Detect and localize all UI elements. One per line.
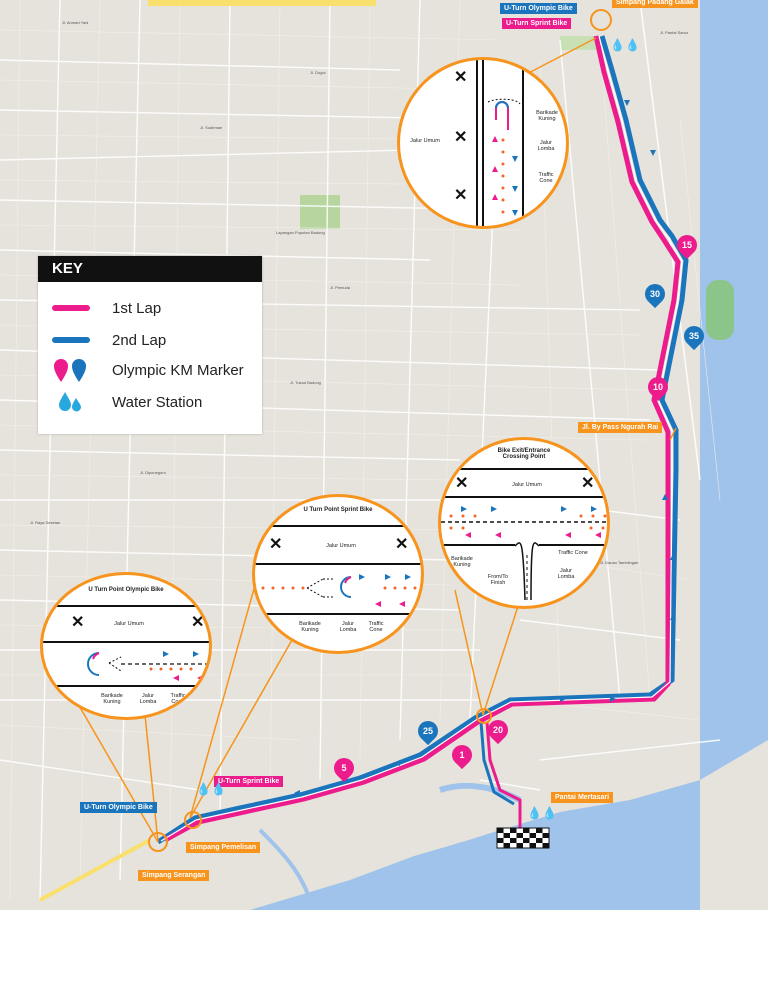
water-drop-icon	[52, 390, 90, 414]
label-bypass: Jl. By Pass Ngurah Rai	[578, 422, 663, 433]
inset-bike-exit: Bike Exit/Entrance Crossing Point ✕ ✕ Ja…	[438, 437, 610, 609]
inset-title: U Turn Point Sprint Bike	[303, 507, 373, 513]
inset-label: Traffic Cone	[368, 621, 384, 633]
water-drop-icon: 💧💧	[527, 806, 557, 820]
no-entry-x-icon: ✕	[455, 475, 469, 492]
label-pantai-mertasari: Pantai Mertasari	[551, 792, 614, 803]
km-marker: 20	[483, 715, 513, 745]
km-marker: 25	[413, 716, 443, 746]
label-simpang-pemelisan: Simpang Pemelisan	[186, 842, 261, 853]
inset-label: Jalur Umum	[114, 621, 144, 627]
road-grid	[0, 0, 721, 901]
inset-title: Bike Exit/Entrance Crossing Point	[497, 448, 551, 460]
route-lap1	[163, 35, 681, 843]
legend-item-lap2: 2nd Lap	[52, 328, 166, 352]
inset-label: Jalur Umum	[326, 543, 356, 549]
inset-label: Jalur Lomba	[339, 621, 357, 633]
water-drop-icon: 💧💧	[196, 782, 226, 796]
inset-label: Barikade Kuning	[536, 110, 558, 122]
km-marker: 35	[679, 321, 709, 351]
inset-top-uturn: ✕ ✕ ✕ Jalur Umum Barikade Kuning Jalur L…	[397, 57, 569, 229]
km-marker: 15	[672, 230, 702, 260]
inset-label: Jalur Lomba	[557, 568, 575, 580]
legend-item-water: Water Station	[52, 390, 202, 414]
inset-label: Traffic Cone	[538, 172, 554, 184]
legend-label: 2nd Lap	[112, 331, 167, 349]
legend-label: Olympic KM Marker	[112, 361, 244, 379]
no-entry-x-icon: ✕	[395, 536, 409, 553]
label-uturn-olympic-top: U-Turn Olympic Bike	[500, 3, 577, 14]
inset-label: Jalur Lomba	[537, 140, 555, 152]
water-drop-icon: 💧💧	[610, 38, 640, 52]
no-entry-x-icon: ✕	[269, 536, 283, 553]
map-area: Jl. Ahmad Yani Jl. Dogoi Jl. Sudirman La…	[0, 0, 768, 910]
sea-area	[250, 0, 768, 910]
inset-label: Jalur Umum	[410, 138, 440, 144]
park-area	[300, 195, 340, 229]
km-marker: 5	[329, 753, 359, 783]
inset-label: Barikade Kuning	[299, 621, 321, 633]
km-marker: 10	[643, 372, 673, 402]
label-uturn-sprint-top: U-Turn Sprint Bike	[502, 18, 572, 29]
map-legend: KEY 1st Lap 2nd Lap Olympic KM Marker Wa…	[38, 256, 262, 434]
legend-label: Water Station	[112, 393, 203, 411]
inset-label: Jalur Lomba	[139, 693, 157, 705]
inset-label: From/To Finish	[487, 574, 509, 586]
inset-label: Barikade Kuning	[101, 693, 123, 705]
label-simpang-serangan: Simpang Serangan	[138, 870, 210, 881]
legend-item-lap1: 1st Lap	[52, 296, 161, 320]
no-entry-x-icon: ✕	[454, 129, 468, 146]
inset-label: Traffic Cone	[558, 550, 588, 556]
legend-item-km: Olympic KM Marker	[52, 358, 244, 382]
inset-title: U Turn Point Olympic Bike	[88, 587, 164, 593]
no-entry-x-icon: ✕	[454, 187, 468, 204]
inset-sprint-uturn: U Turn Point Sprint Bike ✕ ✕ Jalur Umum …	[252, 494, 424, 654]
no-entry-x-icon: ✕	[191, 614, 205, 631]
finish-flag-icon	[496, 827, 550, 849]
km-marker: 30	[640, 279, 670, 309]
blue-line-icon	[52, 337, 90, 343]
no-entry-x-icon: ✕	[71, 614, 85, 631]
label-uturn-olympic-bottom: U-Turn Olympic Bike	[80, 802, 157, 813]
east-sea	[720, 0, 768, 740]
km-marker: 1	[447, 740, 477, 770]
label-simpang-padang: Simpang Padang Galak	[612, 0, 698, 8]
inset-label: Jalur Umum	[512, 482, 542, 488]
label-uturn-sprint-bottom: U-Turn Sprint Bike	[214, 776, 284, 787]
inset-label: Barikade Kuning	[451, 556, 473, 568]
legend-label: 1st Lap	[112, 299, 162, 317]
route-lap2	[156, 35, 689, 845]
km-marker-icon	[52, 358, 90, 382]
callout-lines	[69, 37, 677, 843]
no-entry-x-icon: ✕	[581, 475, 595, 492]
inset-label: Traffic Cone	[170, 693, 186, 705]
park-area	[706, 280, 734, 340]
inset-olympic-uturn: U Turn Point Olympic Bike ✕ ✕ Jalur Umum…	[40, 572, 212, 720]
no-entry-x-icon: ✕	[454, 69, 468, 86]
map-base	[0, 0, 768, 910]
pink-line-icon	[52, 305, 90, 311]
legend-title: KEY	[38, 256, 262, 282]
